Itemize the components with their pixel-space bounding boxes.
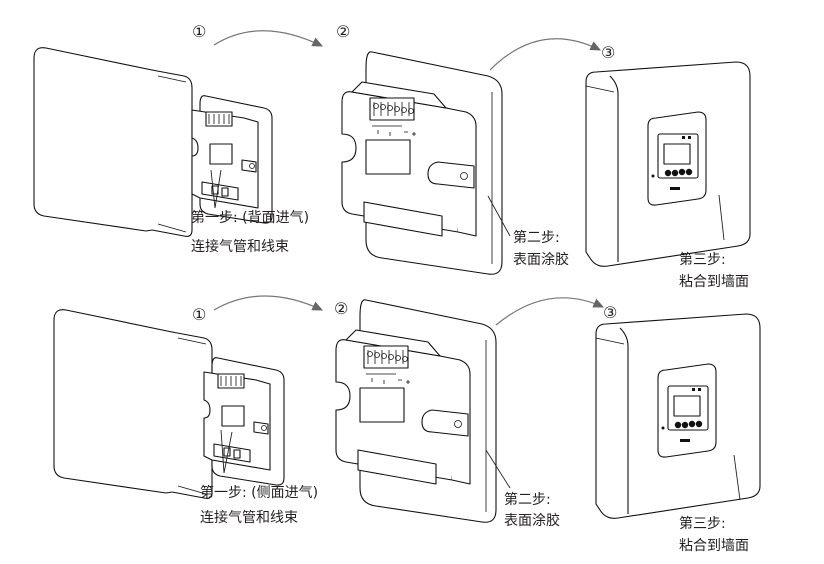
row1-mounting-unit: [341, 51, 503, 275]
row2-wall-unit: [595, 313, 761, 519]
row2-arrow-1-to-2: [213, 295, 324, 311]
row1-arrow-1-to-2: [213, 30, 324, 47]
row1-step1-title: 第一步: (背面进气): [191, 210, 310, 226]
row1-step2-desc: 表面涂胶: [513, 252, 569, 268]
row2-step2-leader: [485, 449, 511, 489]
row1-small-unit: [191, 95, 273, 224]
row2-step1-desc: 连接气管和线束: [200, 510, 298, 526]
row2-small-unit: [203, 357, 285, 486]
row1-step1-desc: 连接气管和线束: [191, 239, 289, 255]
row2-step1-number: ①: [192, 305, 207, 324]
row2-step3-leader: [733, 454, 741, 501]
row1-step1-leader: [210, 169, 222, 209]
row1-step2-number: ②: [336, 22, 351, 41]
row1-step3-desc: 粘合到墙面: [679, 274, 749, 290]
row2-step1-title: 第一步: (侧面进气): [200, 485, 319, 501]
row2-step2-title: 第二步:: [504, 492, 551, 508]
row2-step3-desc: 粘合到墙面: [679, 538, 749, 554]
row2-mounting-unit: [335, 299, 497, 523]
row2-step3-number: ③: [603, 303, 618, 322]
row2-arrow-2-to-3: [495, 297, 605, 326]
row1-step3-number: ③: [601, 43, 616, 62]
row1-step1-number: ①: [192, 22, 207, 41]
row1-arrow-2-to-3: [489, 38, 602, 71]
row1-step2-title: 第二步:: [513, 230, 560, 246]
row1-wall-unit: [585, 61, 751, 267]
row1-cover-box: [33, 47, 193, 237]
row2-step1-leader: [220, 429, 233, 474]
row1-step3-title: 第三步:: [679, 252, 726, 268]
row1-step3-leader: [718, 194, 725, 241]
row2-step2-number: ②: [334, 299, 349, 318]
row2-step3-title: 第三步:: [679, 516, 726, 532]
row2-cover-box: [53, 309, 213, 499]
row2-step2-desc: 表面涂胶: [504, 513, 560, 529]
row1-step2-leader: [487, 195, 511, 237]
